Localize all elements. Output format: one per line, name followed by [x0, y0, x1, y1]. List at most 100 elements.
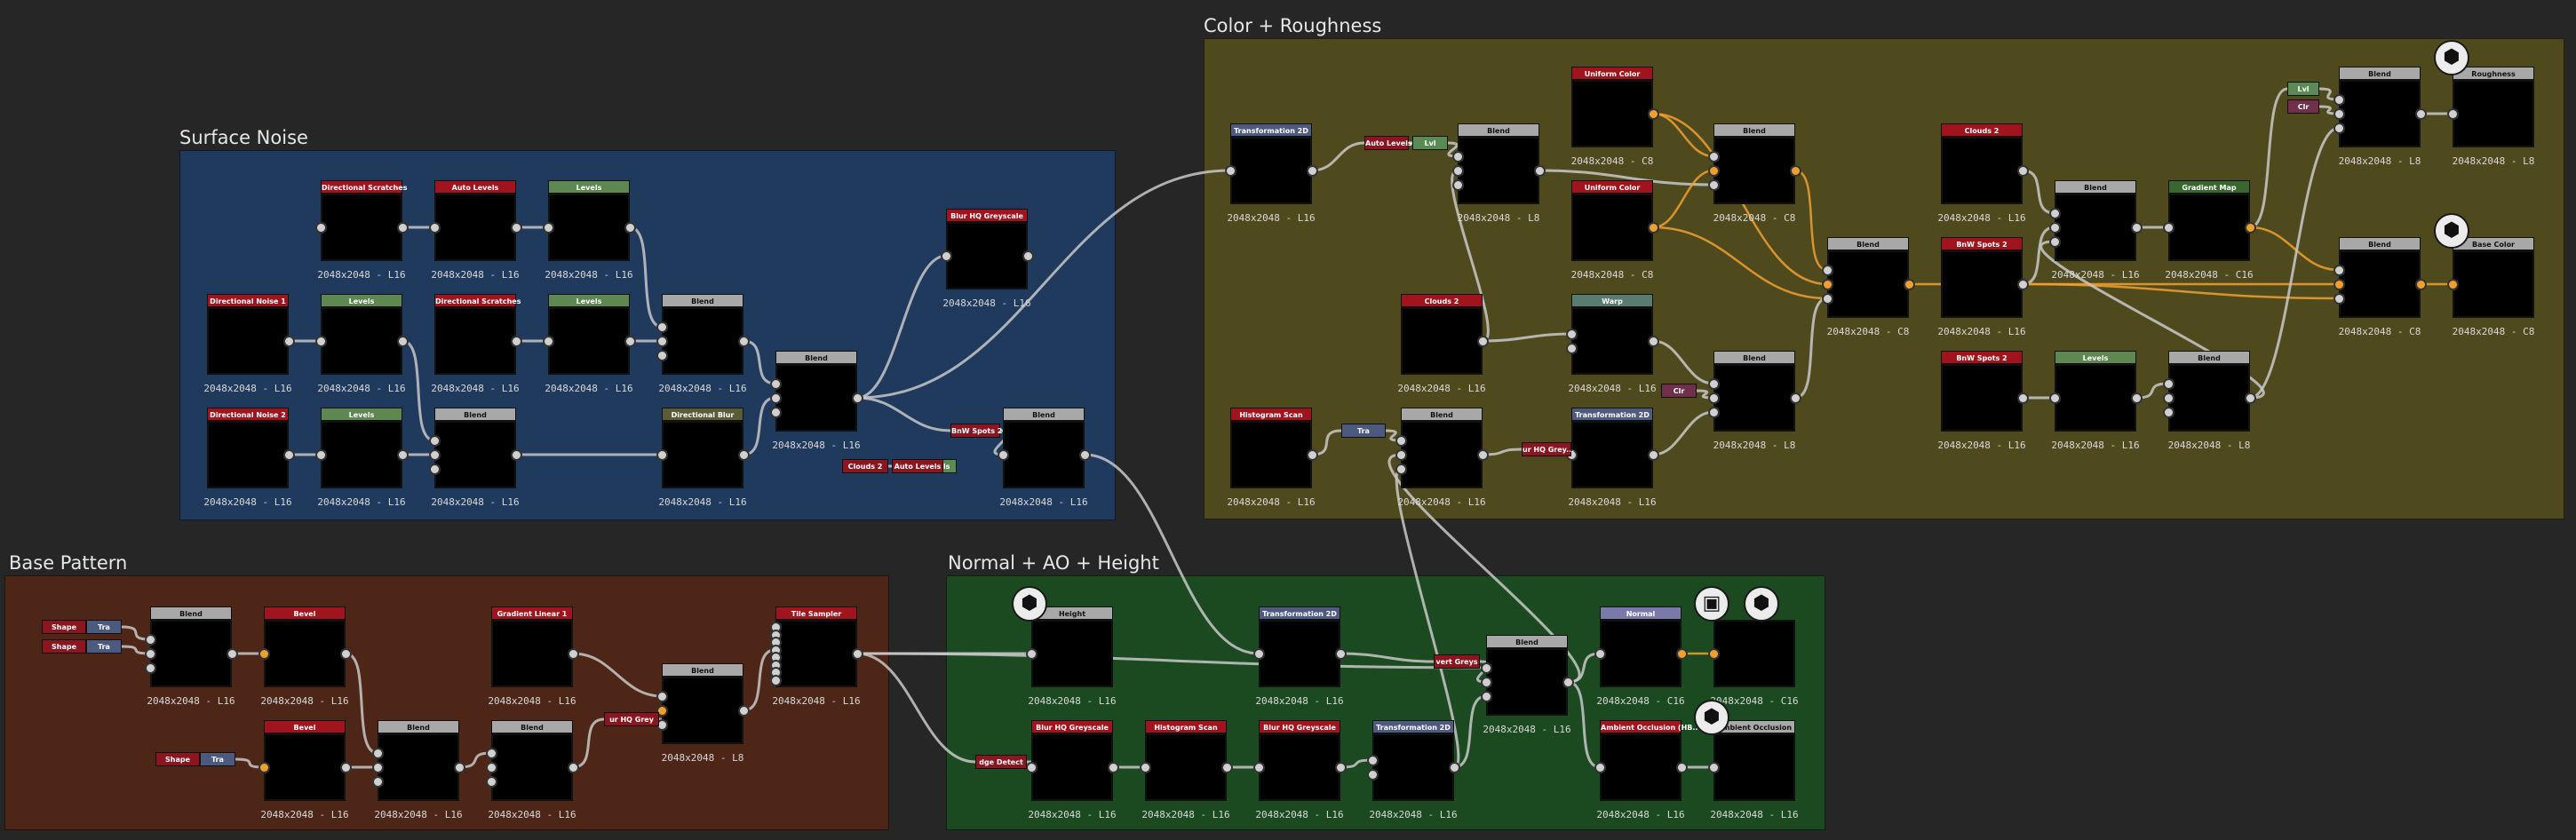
output-port[interactable] [1079, 449, 1091, 461]
output-port[interactable] [1477, 449, 1489, 461]
output-cube-icon[interactable]: ⬢ [2434, 40, 2469, 75]
compact-node-shape[interactable]: Shape [42, 620, 86, 634]
input-port[interactable] [2447, 108, 2459, 120]
node-preview[interactable] [1713, 733, 1795, 801]
node-preview[interactable] [1941, 137, 2023, 204]
node-header[interactable]: Bevel [264, 606, 346, 620]
input-port[interactable] [2049, 208, 2061, 219]
output-port[interactable] [738, 336, 750, 347]
node-header[interactable]: Blur HQ Greyscale [1031, 720, 1113, 733]
node-header[interactable]: Transformation 2D [1259, 606, 1340, 620]
output-port[interactable] [1335, 648, 1347, 660]
output-cube-icon[interactable]: ⬢ [1012, 586, 1047, 622]
output-port[interactable] [738, 449, 750, 461]
input-port[interactable] [770, 392, 782, 404]
node-preview[interactable] [1401, 421, 1483, 488]
node-header[interactable]: Transformation 2D [1230, 123, 1312, 137]
output-port[interactable] [1449, 762, 1460, 773]
node-preview[interactable] [1600, 620, 1682, 687]
input-port[interactable] [372, 776, 384, 788]
node-header[interactable]: Levels [548, 180, 630, 194]
input-port[interactable] [543, 222, 554, 234]
output-port[interactable] [397, 449, 409, 461]
input-port[interactable] [429, 464, 441, 475]
input-port[interactable] [1708, 179, 1720, 191]
input-port[interactable] [1452, 151, 1464, 162]
node-header[interactable]: Gradient Linear 1 [491, 606, 573, 620]
input-port[interactable] [1708, 648, 1720, 660]
compact-node-clr[interactable]: Clr [1661, 384, 1697, 398]
output-port[interactable] [283, 449, 295, 461]
input-port[interactable] [2163, 378, 2174, 390]
input-port[interactable] [1026, 762, 1038, 773]
node-preview[interactable] [548, 307, 630, 375]
output-port[interactable] [397, 336, 409, 347]
node-header[interactable]: Blend [662, 663, 743, 677]
output-port[interactable] [397, 222, 409, 234]
output-port[interactable] [2245, 392, 2256, 404]
output-port[interactable] [1648, 108, 1659, 120]
output-port[interactable] [1307, 449, 1318, 461]
node-header[interactable]: Directional Noise 1 [207, 294, 289, 307]
output-port[interactable] [2131, 392, 2143, 404]
input-port[interactable] [656, 705, 668, 717]
input-port[interactable] [1708, 407, 1720, 418]
input-port[interactable] [1594, 762, 1606, 773]
input-port[interactable] [2049, 236, 2061, 248]
node-header[interactable]: Uniform Color [1571, 180, 1653, 194]
input-port[interactable] [1822, 279, 1833, 290]
node-preview[interactable] [1259, 620, 1340, 687]
input-port[interactable] [770, 675, 782, 686]
input-port[interactable] [315, 449, 327, 461]
node-preview[interactable] [1145, 733, 1227, 801]
node-preview[interactable] [1259, 733, 1340, 801]
compact-node-ur-hq-grey[interactable]: ur HQ Grey [604, 712, 659, 726]
node-preview[interactable] [662, 677, 743, 744]
node-preview[interactable] [946, 222, 1028, 289]
compact-node-clr[interactable]: Clr [2287, 99, 2319, 114]
compact-node-shape[interactable]: Shape [42, 639, 86, 654]
input-port[interactable] [770, 378, 782, 390]
output-port[interactable] [1477, 336, 1489, 347]
input-port[interactable] [2163, 222, 2174, 234]
output-port[interactable] [1108, 762, 1119, 773]
input-port[interactable] [145, 648, 156, 660]
compact-node-lvl[interactable]: Lvl [1412, 136, 1448, 150]
input-port[interactable] [1140, 762, 1151, 773]
input-port[interactable] [429, 435, 441, 447]
node-header[interactable]: Histogram Scan [1145, 720, 1227, 733]
node-header[interactable]: Ambient Occlusion [1713, 720, 1795, 733]
input-port[interactable] [656, 350, 668, 361]
node-preview[interactable] [775, 364, 857, 432]
node-header[interactable]: Clouds 2 [1941, 123, 2023, 137]
node-header[interactable]: Blend [1713, 123, 1795, 137]
node-preview[interactable] [150, 620, 232, 687]
node-preview[interactable] [1713, 364, 1795, 432]
output-port[interactable] [1676, 762, 1688, 773]
output-port[interactable] [2017, 392, 2029, 404]
node-preview[interactable] [1031, 620, 1113, 687]
node-preview[interactable] [2055, 364, 2136, 432]
compact-node-lvl[interactable]: Lvl [2287, 82, 2319, 96]
compact-node-tra[interactable]: Tra [86, 620, 122, 634]
output-port[interactable] [738, 705, 750, 717]
input-port[interactable] [486, 762, 497, 773]
node-preview[interactable] [1713, 137, 1795, 204]
input-port[interactable] [1708, 762, 1720, 773]
input-port[interactable] [656, 449, 668, 461]
